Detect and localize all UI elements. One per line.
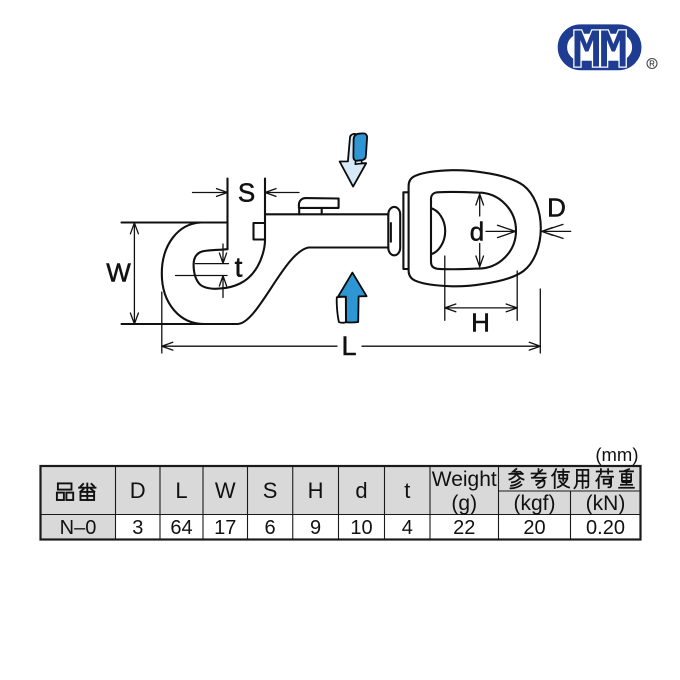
svg-text:W: W — [215, 478, 236, 503]
svg-text:d: d — [355, 478, 367, 503]
svg-text:W: W — [106, 258, 131, 288]
svg-text:Weight: Weight — [432, 468, 497, 491]
svg-text:(kN): (kN) — [586, 492, 626, 515]
svg-text:L: L — [341, 331, 356, 361]
svg-text:H: H — [308, 478, 324, 503]
svg-text:17: 17 — [214, 517, 236, 539]
svg-text:(g): (g) — [451, 492, 477, 515]
svg-text:4: 4 — [402, 517, 413, 539]
svg-text:S: S — [263, 478, 278, 503]
svg-text:0.20: 0.20 — [586, 517, 625, 539]
svg-text:20: 20 — [523, 517, 545, 539]
svg-text:N–0: N–0 — [60, 517, 97, 539]
svg-text:H: H — [471, 308, 490, 338]
svg-text:22: 22 — [453, 517, 475, 539]
svg-text:10: 10 — [350, 517, 372, 539]
svg-text:t: t — [235, 252, 243, 283]
svg-text:(mm): (mm) — [595, 444, 638, 465]
svg-text:t: t — [404, 478, 410, 503]
svg-text:D: D — [547, 193, 566, 223]
svg-text:S: S — [238, 178, 255, 208]
svg-text:64: 64 — [170, 517, 192, 539]
svg-text:R: R — [649, 60, 655, 69]
svg-text:d: d — [470, 217, 484, 247]
svg-text:6: 6 — [265, 517, 276, 539]
svg-text:L: L — [175, 478, 187, 503]
svg-text:(kgf): (kgf) — [514, 492, 556, 515]
svg-text:9: 9 — [310, 517, 321, 539]
svg-text:D: D — [130, 478, 146, 503]
svg-text:3: 3 — [132, 517, 143, 539]
